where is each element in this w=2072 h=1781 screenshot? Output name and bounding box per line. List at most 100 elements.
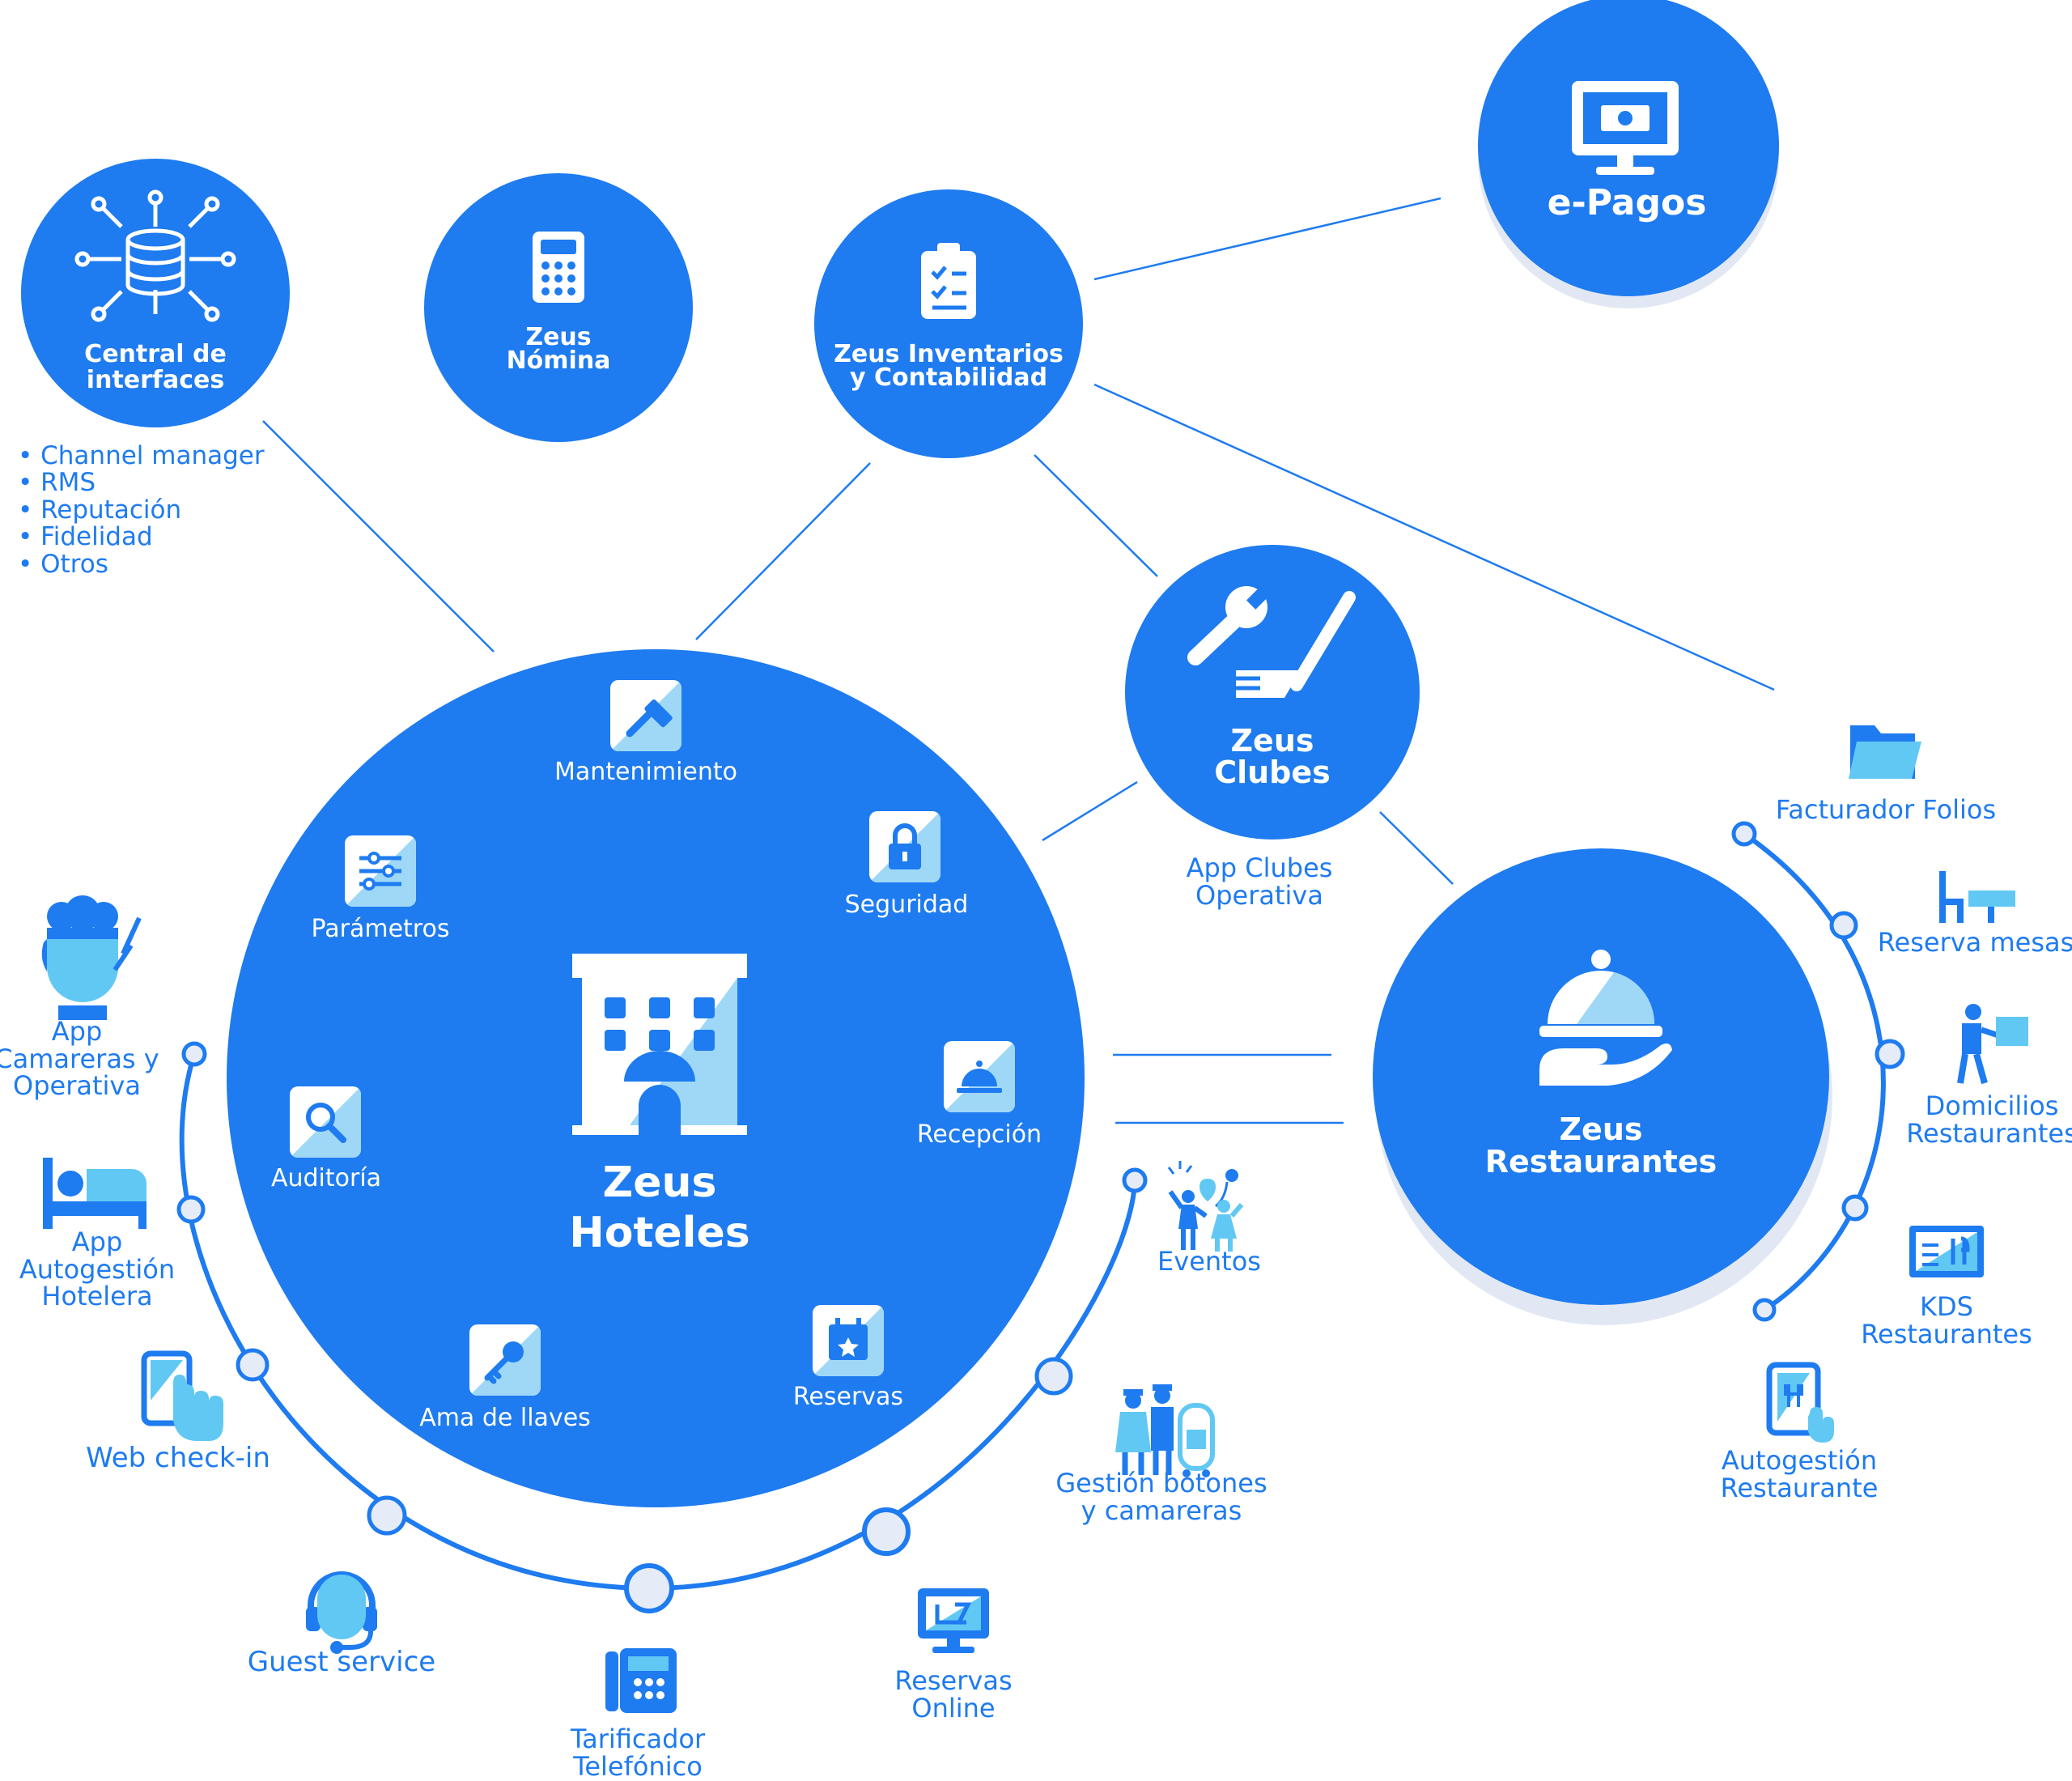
facturador-label[interactable]: Facturador Folios <box>1775 794 1997 825</box>
module-mantenimiento-label[interactable]: Mantenimiento <box>554 758 737 786</box>
key-icon <box>469 1324 541 1396</box>
central-interfaces-title: Central de interfaces <box>58 342 253 393</box>
app-clubes-line2: Operativa <box>1195 879 1323 911</box>
restaurantes-title-line2: Restaurantes <box>1484 1143 1717 1180</box>
module-recepcion-label[interactable]: Recepción <box>916 1120 1042 1149</box>
app-camareras-line1: App <box>51 1016 103 1047</box>
housekeeper-icon <box>41 895 142 1020</box>
kds-line1: KDS <box>1920 1291 1973 1322</box>
module-auditoria-label[interactable]: Auditoría <box>270 1164 382 1192</box>
autogestion-restaurante-line2: Restaurante <box>1720 1472 1879 1503</box>
eventos-label[interactable]: Eventos <box>1157 1246 1261 1277</box>
bullet-item: Otros <box>18 550 265 578</box>
inventarios-title: Zeus Inventarios y Contabilidad <box>827 342 1070 390</box>
folder-icon <box>1849 725 1921 779</box>
app-autogestion-line1: App <box>71 1226 123 1257</box>
magnifier-icon <box>290 1086 361 1158</box>
sliders-icon <box>345 835 416 907</box>
inventarios-title-line2: y Contabilidad <box>849 363 1048 393</box>
calendar-star-icon <box>813 1305 884 1376</box>
nomina-title: Zeus Nómina <box>461 325 656 373</box>
hoteles-title-line2: Hoteles <box>569 1209 750 1258</box>
golf-tools-icon <box>1187 583 1356 698</box>
tablet-touch-icon <box>141 1350 223 1441</box>
hammer-icon <box>610 680 681 751</box>
web-checkin-label[interactable]: Web check-in <box>86 1442 270 1474</box>
connector-lines <box>262 197 1775 1124</box>
monitor-money-icon <box>1572 81 1679 175</box>
reservas-online-label[interactable]: Reservas Online <box>856 1665 1051 1724</box>
tarificador-line1: Tarificador <box>570 1724 706 1754</box>
bullet-item: Fidelidad <box>18 523 265 550</box>
restaurant-satellite-arc <box>1743 831 1886 1312</box>
reservas-online-line1: Reservas <box>894 1665 1013 1696</box>
app-autogestion-line2: Autogestión <box>19 1253 176 1285</box>
central-interfaces-title-line2: interfaces <box>86 365 225 394</box>
bullet-item: RMS <box>18 469 265 496</box>
clubes-title: Zeus Clubes <box>1175 725 1369 788</box>
bellboy-staff-icon <box>1115 1384 1215 1477</box>
tarificador-line2: Telefónico <box>573 1750 703 1781</box>
central-interfaces-bullets: Channel manager RMS Reputación Fidelidad… <box>18 442 265 578</box>
app-camareras-line3: Operativa <box>13 1070 141 1102</box>
bullet-item: Channel manager <box>18 442 264 470</box>
domicilios-line1: Domicilios <box>1925 1090 2059 1121</box>
autogestion-restaurante-line1: Autogestión <box>1721 1445 1878 1476</box>
service-bell-icon <box>944 1041 1015 1112</box>
app-clubes-line1: App Clubes <box>1186 852 1333 883</box>
party-people-icon <box>1167 1161 1244 1252</box>
app-clubes-label[interactable]: App Clubes Operativa <box>1162 852 1357 911</box>
tablet-menu-icon <box>1766 1362 1834 1443</box>
headset-icon <box>306 1571 377 1654</box>
clubes-title-line2: Clubes <box>1214 754 1331 790</box>
desk-phone-icon <box>605 1648 677 1713</box>
inventarios-circle <box>814 189 1083 458</box>
bullet-item: Reputación <box>18 496 265 524</box>
kds-label[interactable]: KDS Restaurantes <box>1853 1291 2040 1350</box>
app-autogestion-label[interactable]: App Autogestión Hotelera <box>8 1226 186 1312</box>
gestion-botones-line1: Gestión botones <box>1055 1468 1267 1498</box>
app-camareras-line2: Camareras y <box>0 1043 159 1074</box>
padlock-icon <box>869 811 940 882</box>
calculator-icon <box>533 232 584 303</box>
kitchen-display-icon <box>1909 1226 1984 1277</box>
central-interfaces-title-line1: Central de <box>84 340 227 368</box>
inventarios-title-line1: Zeus Inventarios <box>834 340 1064 368</box>
gestion-botones-label[interactable]: Gestión botones y camareras <box>1044 1468 1279 1526</box>
tarificador-label[interactable]: Tarificador Telefónico <box>541 1724 735 1781</box>
nomina-title-line1: Zeus <box>525 323 592 351</box>
domicilios-label[interactable]: Domicilios Restaurantes <box>1899 1090 2072 1147</box>
module-reservas-label[interactable]: Reservas <box>792 1383 904 1411</box>
clubes-title-line1: Zeus <box>1230 723 1314 759</box>
hoteles-title-line1: Zeus <box>602 1158 717 1207</box>
table-chair-icon <box>1939 871 2015 923</box>
bed-guest-icon <box>43 1158 146 1229</box>
app-camareras-label[interactable]: App Camareras y Operativa <box>0 1018 162 1100</box>
gestion-botones-line2: y camareras <box>1081 1494 1242 1526</box>
hoteles-title: Zeus Hoteles <box>534 1158 785 1259</box>
reserva-mesas-label[interactable]: Reserva mesas <box>1877 927 2072 958</box>
kds-line2: Restaurantes <box>1861 1318 2032 1350</box>
cloche-hand-icon <box>1539 950 1672 1086</box>
guest-service-label[interactable]: Guest service <box>247 1646 436 1678</box>
database-network-icon <box>74 189 236 322</box>
module-ama-llaves-label[interactable]: Ama de llaves <box>419 1404 591 1432</box>
restaurant-arc-nodes <box>1731 821 1905 1322</box>
restaurantes-title: Zeus Restaurantes <box>1455 1112 1747 1180</box>
module-seguridad-label[interactable]: Seguridad <box>844 890 969 919</box>
monitor-booking-icon <box>918 1588 989 1653</box>
reservas-online-line2: Online <box>911 1692 996 1724</box>
module-parametros-label[interactable]: Parámetros <box>311 915 450 943</box>
app-autogestion-line3: Hotelera <box>41 1281 153 1312</box>
restaurantes-title-line1: Zeus <box>1559 1112 1643 1147</box>
autogestion-restaurante-label[interactable]: Autogestión Restaurante <box>1706 1447 1892 1502</box>
epagos-title: e-Pagos <box>1547 182 1707 223</box>
delivery-person-icon <box>1957 1004 2028 1085</box>
nomina-title-line2: Nómina <box>506 346 611 376</box>
clipboard-checklist-icon <box>921 243 976 319</box>
nomina-circle <box>424 173 693 442</box>
hotel-building-icon <box>572 954 747 1135</box>
hotel-arc-nodes <box>176 1041 1148 1613</box>
